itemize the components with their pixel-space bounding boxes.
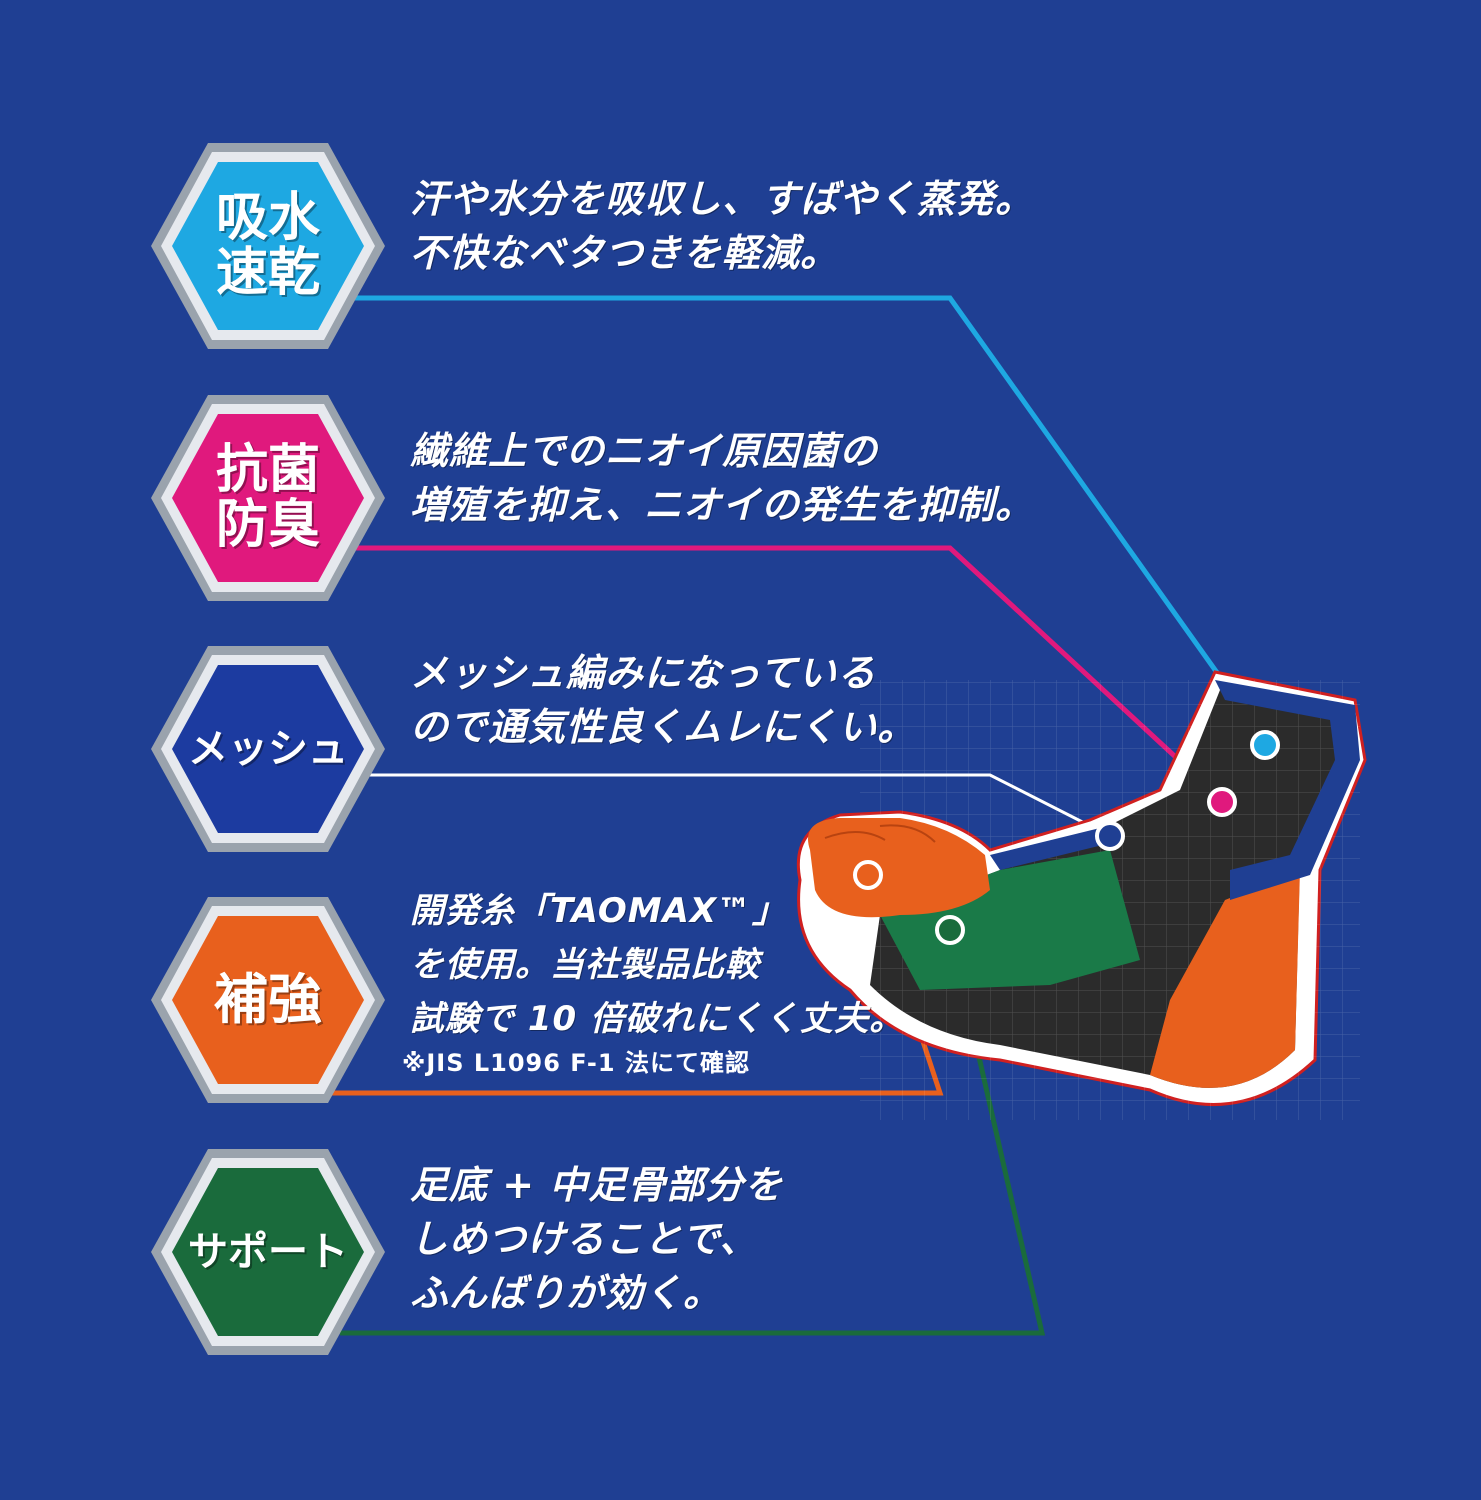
marker-support [935, 915, 965, 945]
hexagon-icon [151, 395, 385, 601]
badge-label: 補強 [214, 967, 322, 1031]
marker-mesh [1095, 821, 1125, 851]
description-mesh: メッシュ編みになっている ので通気性良くムレにくい。 [410, 651, 917, 749]
badge-support: サポート [148, 1146, 388, 1358]
badge-label: メッシュ [188, 726, 348, 772]
badge-antibacterial: 抗菌 防臭 [148, 392, 388, 604]
hexagon-icon [151, 646, 385, 852]
test-method-note: ※JIS L1096 F-1 法にて確認 [402, 1049, 750, 1077]
badge-label: 抗菌 防臭 [215, 440, 320, 555]
badge-mesh: メッシュ [148, 643, 388, 855]
leader-line-absorb [355, 295, 1268, 742]
badge-reinforce: 補強 [148, 894, 388, 1106]
description-reinforce: 開発糸「TAOMAX™」 を使用。当社製品比較 試験で 10 倍破れにくく丈夫。 [410, 891, 905, 1039]
hexagon-icon [151, 143, 385, 349]
description-antibacterial: 繊維上でのニオイ原因菌の 増殖を抑え、ニオイの発生を抑制。 [410, 429, 1035, 527]
description-support: 足底 + 中足骨部分を しめつけることで、 ふんばりが効く。 [410, 1163, 784, 1315]
hexagon-icon [151, 897, 385, 1103]
marker-reinforce [853, 860, 883, 890]
hexagon-icon [151, 1149, 385, 1355]
marker-antibacterial [1207, 787, 1237, 817]
description-absorb: 汗や水分を吸収し、すばやく蒸発。 不快なベタつきを軽減。 [410, 177, 1035, 275]
marker-absorb [1250, 730, 1280, 760]
badge-label: サポート [188, 1229, 348, 1275]
badge-label: 吸水 速乾 [215, 188, 320, 303]
badge-absorb-quickdry: 吸水 速乾 [148, 140, 388, 352]
